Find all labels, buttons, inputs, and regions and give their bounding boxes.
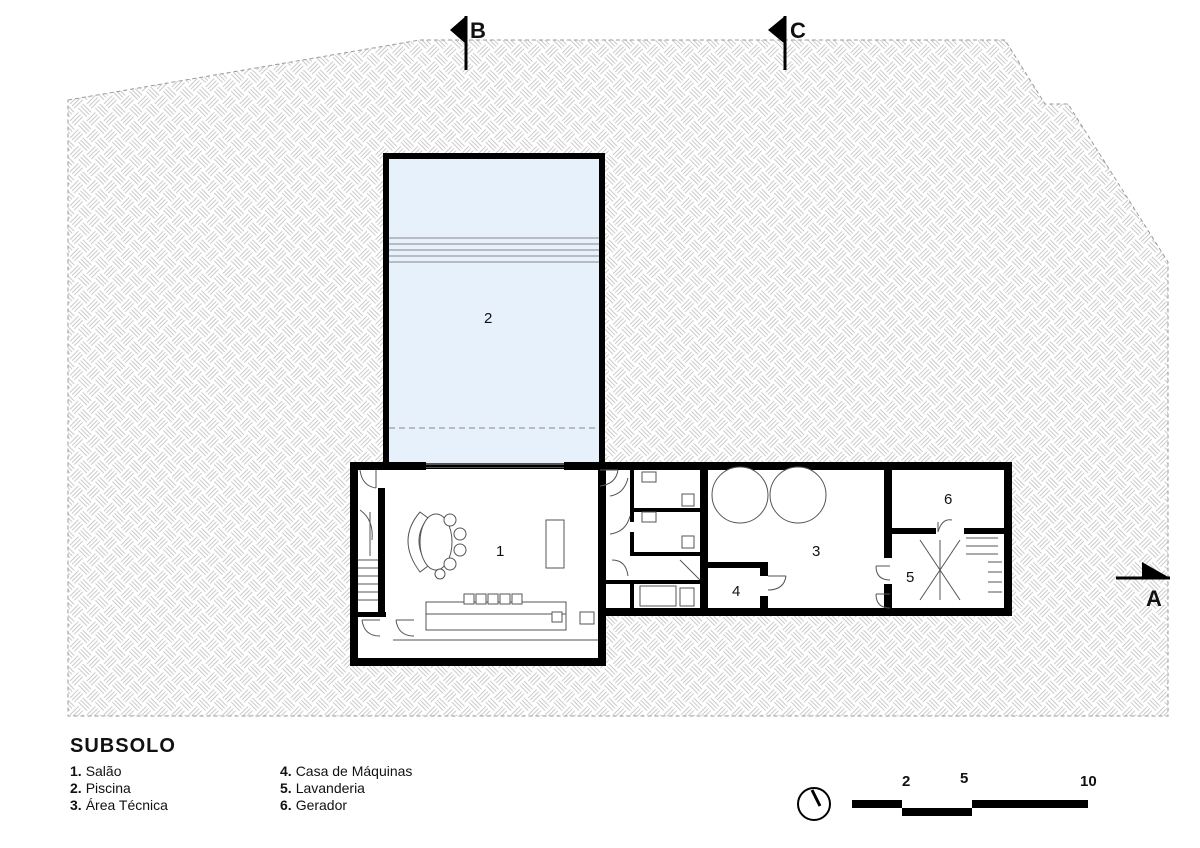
walls bbox=[350, 462, 1012, 666]
laundry-details bbox=[875, 519, 1002, 609]
scale-label-2: 2 bbox=[902, 773, 910, 790]
section-label-a: A bbox=[1146, 586, 1162, 611]
legend-item: 6.Gerador bbox=[280, 797, 347, 813]
section-marker-c: C bbox=[768, 16, 806, 70]
section-marker-a: A bbox=[1116, 562, 1170, 611]
scale-bar: 2 5 10 bbox=[852, 770, 1097, 816]
room-label-5: 5 bbox=[906, 569, 914, 586]
room-label-2: 2 bbox=[484, 310, 492, 327]
section-label-c: C bbox=[790, 18, 806, 43]
section-marker-icon bbox=[1142, 562, 1170, 578]
wc-fixtures bbox=[609, 471, 701, 607]
legend-item: 5.Lavanderia bbox=[280, 780, 365, 796]
legend-item: 4.Casa de Máquinas bbox=[280, 763, 412, 779]
tanks bbox=[711, 466, 827, 591]
legend-item: 1.Salão bbox=[70, 763, 122, 779]
room-label-6: 6 bbox=[944, 491, 952, 508]
room-label-3: 3 bbox=[812, 543, 820, 560]
north-arrow-icon bbox=[797, 787, 831, 821]
legend-column-1: 1.Salão 2.Piscina 3.Área Técnica bbox=[70, 763, 168, 813]
salao-furniture bbox=[358, 469, 619, 641]
section-marker-b: B bbox=[450, 16, 486, 70]
pool bbox=[383, 153, 605, 469]
legend-item: 2.Piscina bbox=[70, 780, 131, 796]
section-label-b: B bbox=[470, 18, 486, 43]
section-marker-icon bbox=[768, 16, 785, 44]
room-label-4: 4 bbox=[732, 583, 740, 600]
room-label-1: 1 bbox=[496, 543, 504, 560]
scale-label-10: 10 bbox=[1080, 773, 1097, 790]
section-marker-icon bbox=[450, 16, 466, 44]
legend-column-2: 4.Casa de Máquinas 5.Lavanderia 6.Gerado… bbox=[280, 763, 412, 813]
scale-label-5: 5 bbox=[960, 770, 968, 787]
legend-item: 3.Área Técnica bbox=[70, 797, 168, 813]
plan-title: SUBSOLO bbox=[70, 735, 176, 757]
